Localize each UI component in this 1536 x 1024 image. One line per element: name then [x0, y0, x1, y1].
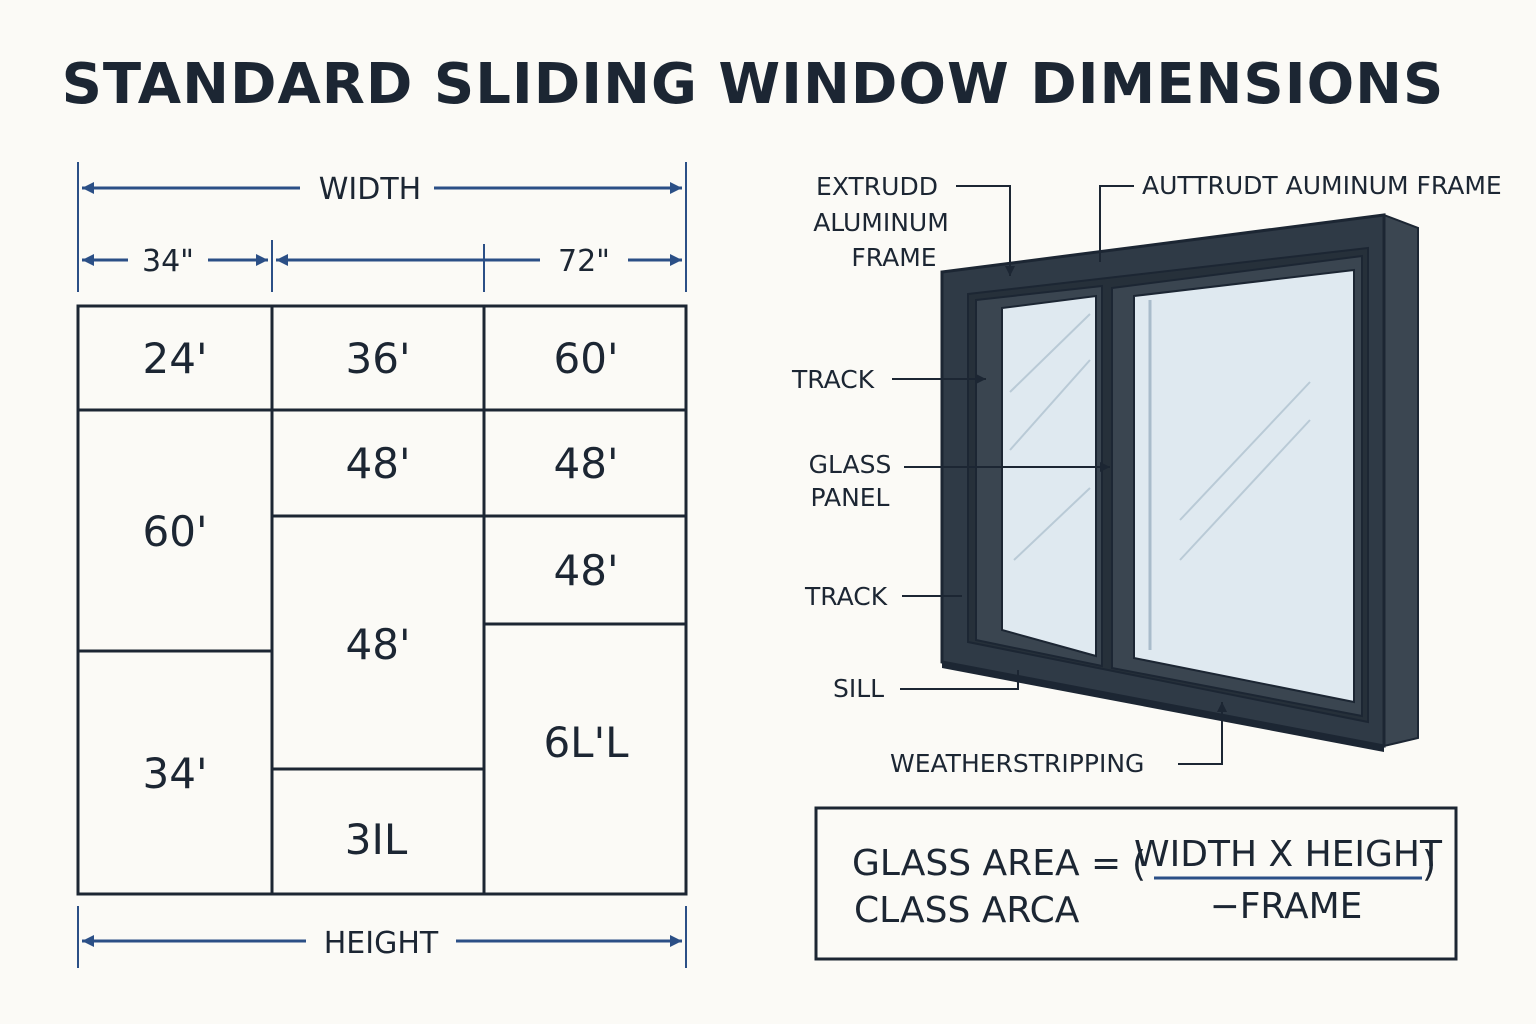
- height-label: HEIGHT: [324, 926, 439, 961]
- formula-open-paren: (: [1132, 844, 1146, 885]
- formula-numerator: WIDTH X HEIGHT: [1134, 834, 1443, 875]
- grid-cell: 6L'L: [543, 718, 629, 767]
- left-width-label: 34": [142, 244, 194, 279]
- dimension-grid: WIDTH 34" 72" 24' 36' 60' 60' 48: [76, 162, 688, 968]
- callout-label: FRAME: [851, 243, 936, 272]
- grid-cell: 48': [346, 620, 411, 669]
- width-label: WIDTH: [319, 172, 422, 207]
- grid-cell: 48': [554, 439, 619, 488]
- sliding-window-illustration: [940, 213, 1419, 752]
- formula-denominator: −FRAME: [1210, 886, 1363, 927]
- formula-box: GLASS AREA = CLASS ARCA ( WIDTH X HEIGHT…: [814, 806, 1458, 961]
- grid-cell: 48': [346, 439, 411, 488]
- callout-label: GLASS: [809, 450, 892, 479]
- right-width-label: 72": [558, 244, 610, 279]
- left-glass-pane: [1001, 294, 1097, 658]
- grid-cell: 48': [554, 546, 619, 595]
- callout-label: PANEL: [810, 483, 889, 512]
- callout-label: WEATHERSTRIPPING: [890, 749, 1144, 778]
- sub-dimensions: 34" 72": [82, 240, 682, 292]
- grid-cell: 60': [554, 334, 619, 383]
- width-dimension: WIDTH: [77, 162, 687, 292]
- callout-label: EXTRUDD: [816, 172, 938, 201]
- callout-label: SILL: [833, 674, 884, 703]
- formula-line-2: CLASS ARCA: [854, 890, 1080, 931]
- callouts: EXTRUDD ALUMINUM FRAME AUTTRUDT AUMINUM …: [791, 171, 1502, 778]
- grid-cell: 60': [143, 507, 208, 556]
- grid-cell: 3IL: [345, 815, 408, 864]
- grid-lines: [76, 304, 688, 896]
- callout-label: TRACK: [791, 365, 875, 394]
- right-glass-pane: [1133, 268, 1355, 704]
- grid-cell: 36': [346, 334, 411, 383]
- callout-label: TRACK: [804, 582, 888, 611]
- grid-cell: 34': [143, 749, 208, 798]
- height-dimension: HEIGHT: [77, 906, 687, 968]
- grid-cell: 24': [143, 334, 208, 383]
- callout-label: AUTTRUDT AUMINUM FRAME: [1142, 171, 1502, 200]
- formula-line-1: GLASS AREA =: [852, 843, 1121, 884]
- formula-close-paren: ): [1422, 844, 1436, 885]
- page-title: STANDARD SLIDING WINDOW DIMENSIONS: [61, 52, 1445, 117]
- callout-label: ALUMINUM: [813, 208, 949, 237]
